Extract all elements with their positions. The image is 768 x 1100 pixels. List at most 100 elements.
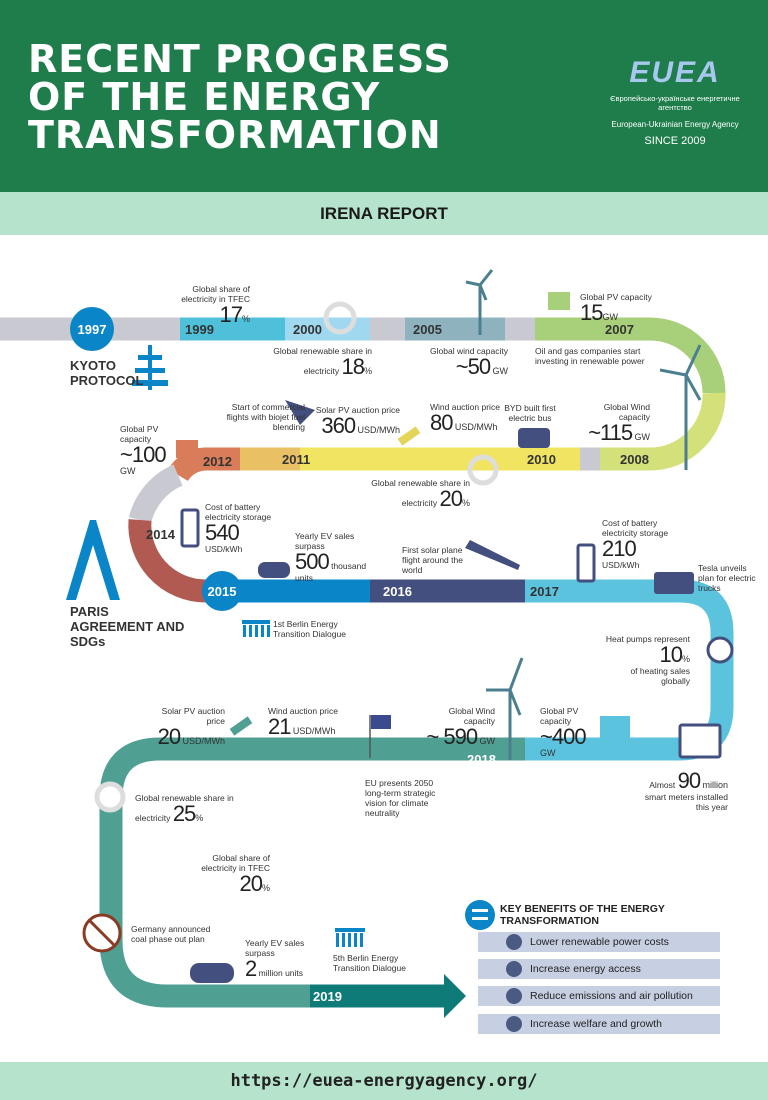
brandenburg-gate-icon (335, 928, 365, 947)
logo-mark: EUEA (629, 56, 721, 89)
event-berlin-5: 5th Berlin Energy Transition Dialogue (333, 953, 406, 973)
title-line: OF THE ENERGY (28, 75, 381, 119)
kyoto-protocol: KYOTO PROTOCOL (70, 358, 144, 388)
year-2007: 2007 (605, 322, 634, 337)
header: RECENT PROGRESS OF THE ENERGY TRANSFORMA… (0, 0, 768, 192)
year-2010: 2010 (527, 452, 556, 467)
year-2000: 2000 (293, 322, 322, 337)
share-donut-icon (323, 301, 357, 335)
road-segment (600, 392, 726, 471)
event-renewable-2000: Global renewable share in electricity 18… (273, 346, 372, 379)
solar-panel-icon (176, 440, 198, 458)
event-solar-plane: First solar plane flight around the worl… (402, 545, 463, 575)
benefit-item: Lower renewable power costs (478, 932, 720, 952)
equals-icon (465, 900, 495, 930)
year-2005: 2005 (413, 322, 442, 337)
arrow-head (444, 974, 466, 1018)
road-segment (128, 519, 206, 603)
year-2016: 2016 (383, 584, 412, 599)
electric-car-icon (190, 963, 234, 983)
event-pv-2012: Global PV capacity~100 GW (120, 424, 167, 476)
year-2011: 2011 (282, 452, 310, 467)
people-icon (506, 1016, 522, 1032)
paris-agreement: PARIS AGREEMENT AND SDGs (70, 604, 185, 649)
event-berlin-1: 1st Berlin Energy Transition Dialogue (273, 619, 346, 639)
euea-logo: EUEA Європейсько-українське енергетичне … (600, 30, 750, 147)
title-line: RECENT PROGRESS (28, 37, 452, 81)
event-heat-pumps: Heat pumps represent 10%of heating sales… (605, 634, 690, 686)
pagoda-icon (132, 345, 168, 390)
footer-url[interactable]: https://euea-energyagency.org/ (0, 1062, 768, 1100)
event-renewable-2012: Global renewable share in electricity 20… (371, 478, 470, 511)
battery-icon (180, 508, 200, 548)
year-2017: 2017 (530, 584, 559, 599)
electric-car-icon (258, 562, 290, 578)
event-oil-gas-2007: Oil and gas companies start investing in… (535, 346, 645, 366)
road-segment (168, 447, 240, 482)
event-renewable-2019: Global renewable share in electricity 25… (135, 793, 234, 826)
solar-panel-icon (600, 716, 630, 740)
brandenburg-gate-icon (242, 620, 270, 637)
logo-since: SINCE 2009 (644, 135, 706, 147)
event-pv-2007: Global PV capacity 15GW (580, 292, 652, 325)
page-title: RECENT PROGRESS OF THE ENERGY TRANSFORMA… (28, 40, 452, 154)
bus-icon (518, 428, 550, 448)
solar-plane-icon (465, 540, 520, 570)
event-tesla: Tesla unveils plan for electric trucks (698, 563, 756, 593)
heat-pump-icon (706, 636, 734, 664)
solar-panel-icon (548, 292, 570, 310)
title-line: TRANSFORMATION (28, 113, 442, 157)
co2-cloud-icon (506, 988, 522, 1004)
road-segment (128, 464, 183, 524)
wind-turbine-icon (465, 269, 494, 335)
road-segment (535, 317, 726, 394)
report-band: IRENA REPORT (0, 192, 768, 235)
year-1997: 1997 (78, 322, 107, 337)
event-pv-2018: Global PV capacity~400 GW (540, 706, 587, 758)
year-2018: 2018 (467, 752, 496, 767)
year-2008: 2008 (620, 452, 649, 467)
year-1999: 1999 (185, 322, 214, 337)
no-coal-icon (82, 913, 122, 953)
wind-turbine-icon (486, 657, 524, 760)
gavel-icon (397, 426, 421, 446)
logo-ukrainian: Європейсько-українське енергетичне агент… (610, 94, 740, 112)
wind-turbine-icon (659, 344, 702, 470)
event-biojet-flights: Start of commercial flights with biojet … (226, 402, 305, 432)
cost-down-icon (506, 934, 522, 950)
event-wind-2005: Global wind capacity ~50 GW (430, 346, 508, 379)
airplane-icon (285, 400, 315, 425)
event-byd-2010: BYD built first electric bus (504, 403, 556, 423)
year-2014: 2014 (146, 527, 176, 542)
benefit-item: Increase welfare and growth (478, 1014, 720, 1034)
event-coal-phase-out: Germany announced coal phase out plan (131, 924, 211, 944)
smart-meter-icon (678, 723, 722, 759)
gavel-icon (229, 716, 253, 736)
event-wind-2018: Global Wind capacity~ 590 GW (426, 706, 495, 749)
event-tfec-2019: Global share of electricity in TFEC 20% (201, 853, 270, 896)
benefit-item: Increase energy access (478, 959, 720, 979)
year-2012: 2012 (203, 454, 232, 469)
share-donut-icon (94, 781, 126, 813)
year-2015: 2015 (208, 584, 237, 599)
eiffel-tower-icon (66, 520, 120, 600)
year-circle-1997 (70, 307, 114, 351)
benefit-item: Reduce emissions and air pollution (478, 986, 720, 1006)
logo-english: European-Ukrainian Energy Agency (611, 120, 739, 129)
battery-icon (576, 543, 596, 583)
year-2019: 2019 (313, 989, 342, 1004)
electric-truck-icon (654, 572, 694, 594)
energy-access-icon (506, 961, 522, 977)
event-wind-2008: Global Wind capacity~115 GW (588, 402, 650, 445)
event-tfec-1999: Global share of electricity in TFEC 17% (181, 284, 250, 327)
